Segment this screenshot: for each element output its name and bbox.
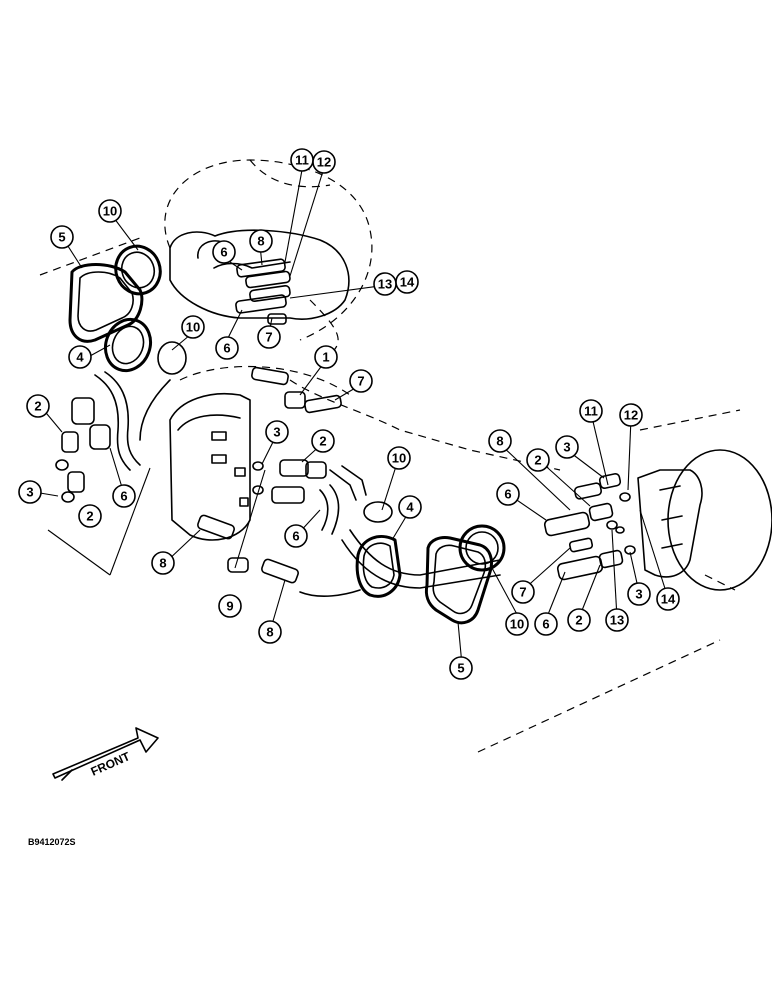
callout-6: 6 bbox=[215, 336, 239, 360]
callout-10: 10 bbox=[98, 199, 122, 223]
callout-12: 12 bbox=[312, 150, 336, 174]
svg-text:8: 8 bbox=[159, 556, 166, 571]
callout-10: 10 bbox=[387, 446, 411, 470]
svg-text:2: 2 bbox=[575, 613, 582, 628]
svg-text:2: 2 bbox=[534, 453, 541, 468]
svg-text:2: 2 bbox=[86, 509, 93, 524]
callout-13: 13 bbox=[605, 608, 629, 632]
callout-11: 11 bbox=[579, 399, 603, 423]
svg-text:9: 9 bbox=[226, 599, 233, 614]
callout-3: 3 bbox=[265, 420, 289, 444]
callout-6: 6 bbox=[112, 484, 136, 508]
callout-8: 8 bbox=[258, 620, 282, 644]
right-motor-housing bbox=[637, 449, 772, 591]
callout-4: 4 bbox=[398, 495, 422, 519]
svg-text:3: 3 bbox=[26, 485, 33, 500]
callout-2: 2 bbox=[526, 448, 550, 472]
svg-text:14: 14 bbox=[400, 275, 415, 290]
svg-text:13: 13 bbox=[610, 613, 624, 628]
callout-3: 3 bbox=[627, 582, 651, 606]
callout-7: 7 bbox=[257, 325, 281, 349]
svg-text:7: 7 bbox=[357, 374, 364, 389]
svg-text:3: 3 bbox=[563, 440, 570, 455]
callout-2: 2 bbox=[26, 394, 50, 418]
callout-14: 14 bbox=[395, 270, 419, 294]
callout-9: 9 bbox=[218, 594, 242, 618]
svg-text:6: 6 bbox=[223, 341, 230, 356]
callout-10: 10 bbox=[181, 315, 205, 339]
callout-3: 3 bbox=[555, 435, 579, 459]
callout-6: 6 bbox=[496, 482, 520, 506]
svg-text:5: 5 bbox=[457, 661, 464, 676]
front-arrow: FRONT bbox=[52, 727, 159, 781]
svg-text:10: 10 bbox=[186, 320, 200, 335]
leader-lines bbox=[33, 167, 669, 666]
svg-text:8: 8 bbox=[257, 234, 264, 249]
svg-text:6: 6 bbox=[292, 529, 299, 544]
right-fittings bbox=[543, 472, 636, 581]
svg-text:14: 14 bbox=[661, 592, 676, 607]
svg-text:3: 3 bbox=[273, 425, 280, 440]
svg-text:3: 3 bbox=[635, 587, 642, 602]
svg-text:7: 7 bbox=[265, 330, 272, 345]
svg-text:10: 10 bbox=[103, 204, 117, 219]
callout-8: 8 bbox=[488, 429, 512, 453]
svg-text:7: 7 bbox=[519, 585, 526, 600]
svg-text:6: 6 bbox=[504, 487, 511, 502]
callout-5: 5 bbox=[449, 656, 473, 680]
callout-3: 3 bbox=[18, 480, 42, 504]
callout-6: 6 bbox=[534, 612, 558, 636]
callout-13: 13 bbox=[373, 272, 397, 296]
callout-5: 5 bbox=[50, 225, 74, 249]
svg-text:11: 11 bbox=[295, 153, 309, 168]
left-hoses bbox=[94, 371, 171, 471]
svg-text:8: 8 bbox=[266, 625, 273, 640]
svg-text:13: 13 bbox=[378, 277, 392, 292]
callout-8: 8 bbox=[151, 551, 175, 575]
svg-text:2: 2 bbox=[319, 434, 326, 449]
svg-text:5: 5 bbox=[58, 230, 65, 245]
upper-fittings bbox=[235, 258, 291, 325]
svg-text:10: 10 bbox=[510, 617, 524, 632]
callout-4: 4 bbox=[68, 345, 92, 369]
callout-2: 2 bbox=[567, 608, 591, 632]
callout-14: 14 bbox=[656, 587, 680, 611]
svg-text:12: 12 bbox=[624, 408, 638, 423]
svg-text:8: 8 bbox=[496, 434, 503, 449]
center-hoses bbox=[299, 465, 501, 598]
svg-text:12: 12 bbox=[317, 155, 331, 170]
left-fittings bbox=[47, 397, 151, 576]
svg-text:4: 4 bbox=[406, 500, 414, 515]
figure-code: B9412072S bbox=[28, 837, 76, 847]
svg-text:6: 6 bbox=[220, 245, 227, 260]
svg-text:6: 6 bbox=[120, 489, 127, 504]
svg-text:11: 11 bbox=[584, 404, 598, 419]
center-fittings bbox=[197, 366, 342, 584]
callout-2: 2 bbox=[311, 429, 335, 453]
callout-12: 12 bbox=[619, 403, 643, 427]
right-seal-assembly bbox=[355, 501, 506, 625]
center-motor-block bbox=[169, 392, 251, 541]
callout-7: 7 bbox=[511, 580, 535, 604]
svg-text:6: 6 bbox=[542, 617, 549, 632]
left-seal-assembly bbox=[68, 244, 187, 375]
svg-text:1: 1 bbox=[322, 350, 329, 365]
callout-1: 1 bbox=[314, 345, 338, 369]
svg-text:2: 2 bbox=[34, 399, 41, 414]
callout-8: 8 bbox=[249, 229, 273, 253]
callout-6: 6 bbox=[212, 240, 236, 264]
dashed-outlines bbox=[39, 159, 741, 753]
callout-6: 6 bbox=[284, 524, 308, 548]
callout-10: 10 bbox=[505, 612, 529, 636]
hydraulic-motor-outline bbox=[169, 229, 350, 320]
svg-text:10: 10 bbox=[392, 451, 406, 466]
svg-text:4: 4 bbox=[76, 350, 84, 365]
callout-2: 2 bbox=[78, 504, 102, 528]
callouts: 11 12 10 5 6 8 13 14 10 7 6 4 1 7 2 3 2 … bbox=[18, 148, 680, 680]
callout-11: 11 bbox=[290, 148, 314, 172]
callout-7: 7 bbox=[349, 369, 373, 393]
